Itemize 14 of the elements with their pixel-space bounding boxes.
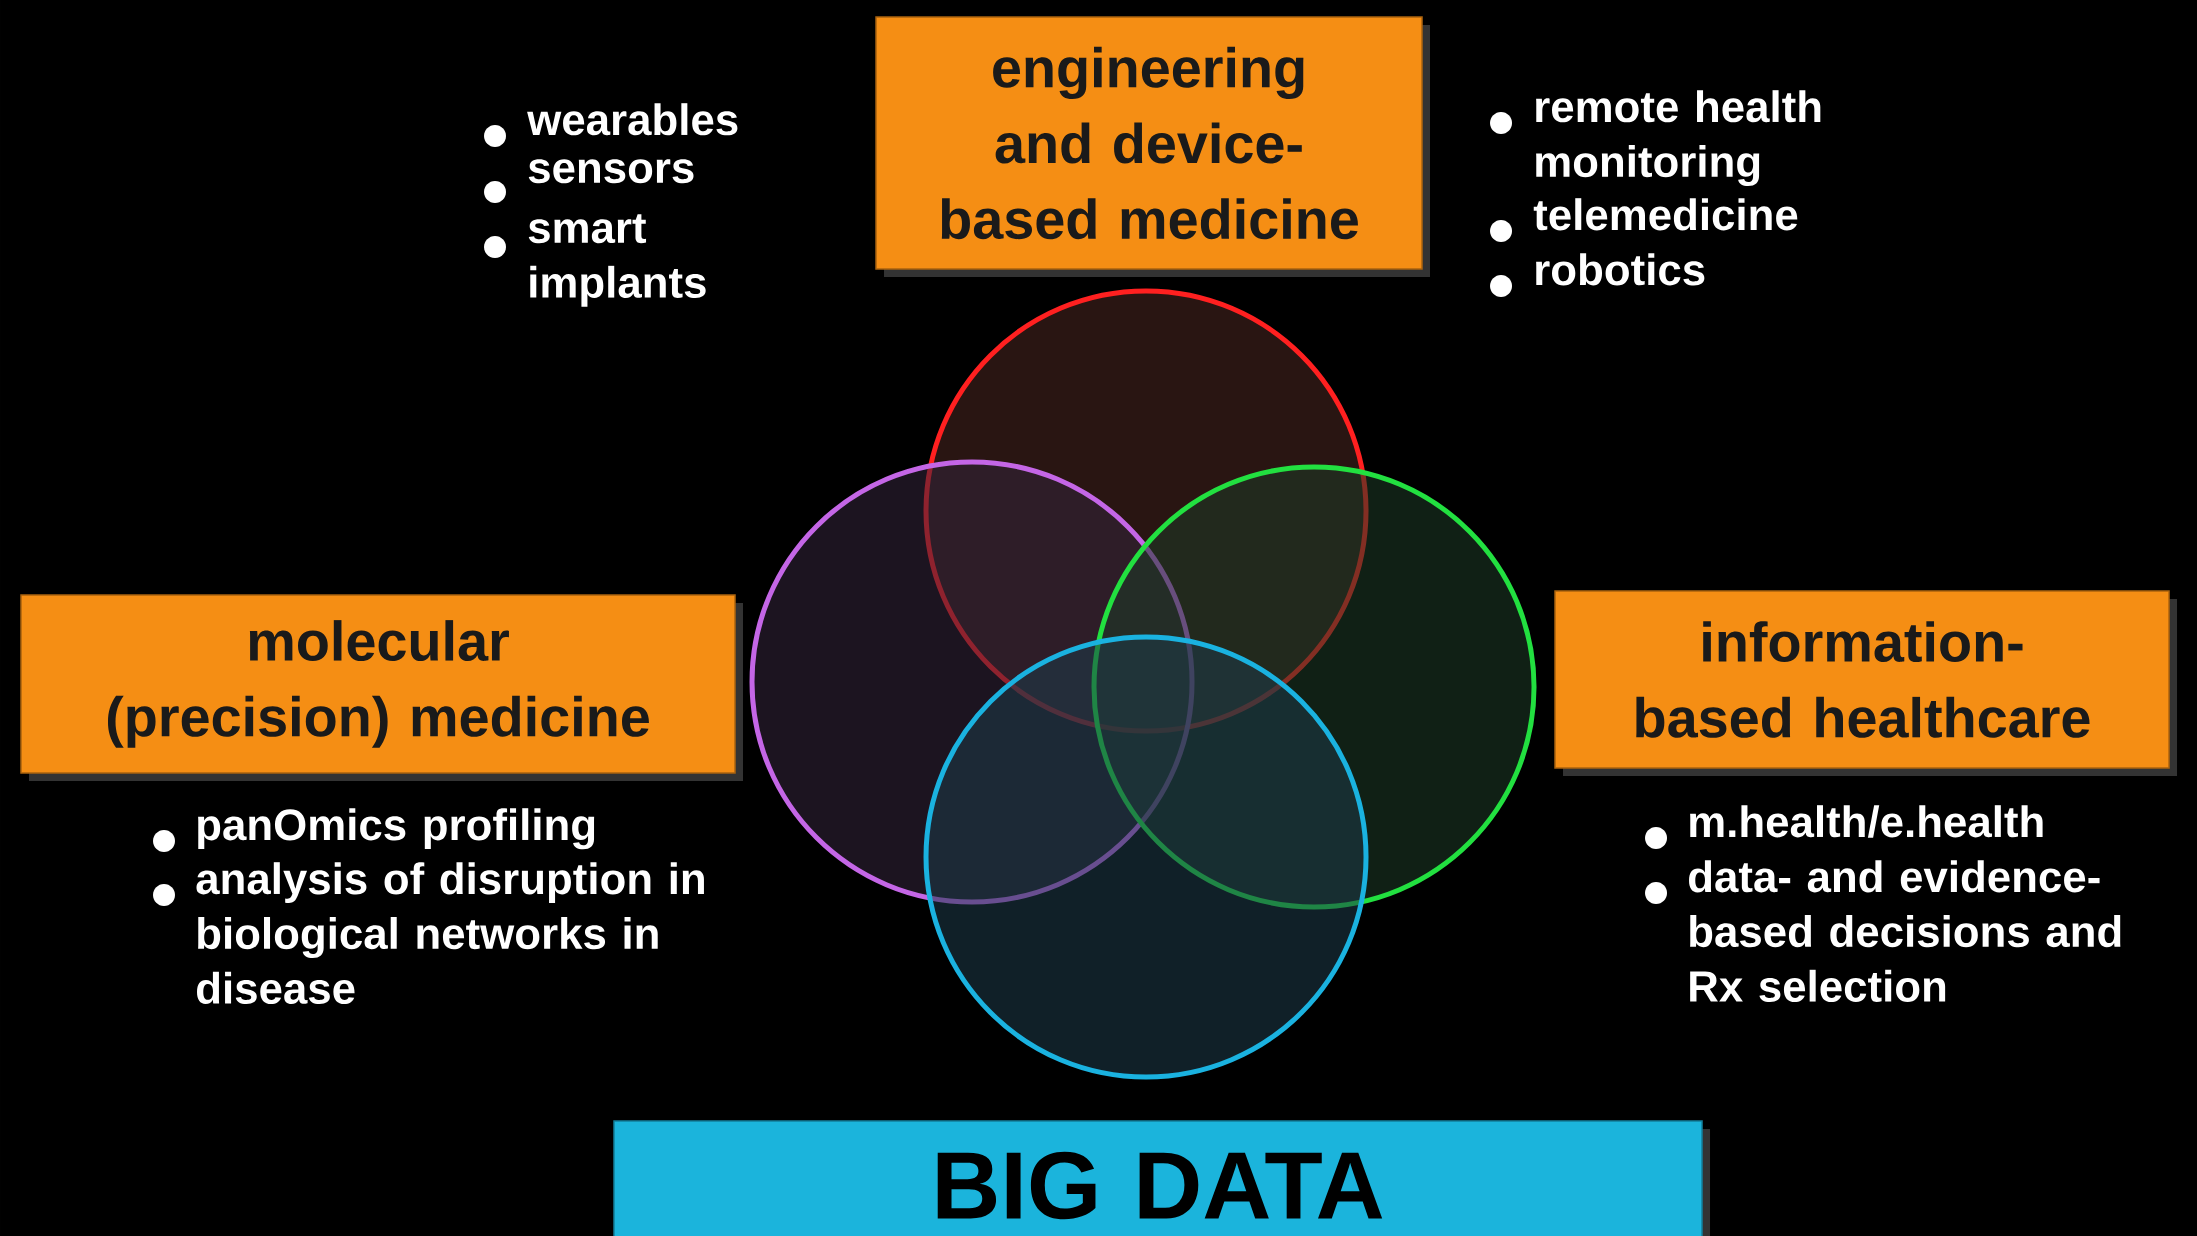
bullet-item: panOmics profiling bbox=[153, 808, 595, 852]
bullet-item: wearables bbox=[484, 103, 738, 147]
bullet-item: robotics bbox=[1490, 253, 1705, 297]
bullet-item: sensors bbox=[484, 159, 694, 203]
category-box: molecular (precision) medicine bbox=[20, 594, 743, 781]
venn-circle bbox=[923, 634, 1369, 1080]
bullet-item: smart implants bbox=[484, 214, 706, 307]
bullet-item: analysis of disruption in biological networks in disease bbox=[153, 862, 704, 1004]
title-banner: BIG DATA bbox=[613, 1120, 1710, 1236]
category-box: information-based healthcare bbox=[1554, 590, 2178, 776]
bullet-item: telemedicine bbox=[1490, 198, 1798, 242]
bullet-item: m.health/e.health bbox=[1645, 805, 2043, 849]
category-box: engineering and device-based medicine bbox=[875, 16, 1430, 277]
bullet-item: data- and evidence-based decisions and Rx selection bbox=[1645, 860, 2121, 1002]
